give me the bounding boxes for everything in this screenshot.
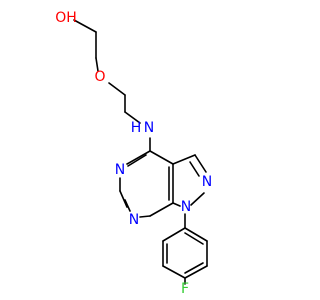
bond	[108, 82, 126, 96]
atom-labels: OH O N H N N N N F	[55, 10, 212, 297]
bond	[189, 161, 200, 177]
bonds	[73, 19, 208, 285]
bond	[172, 154, 196, 165]
pyrazole-n1-label: N	[181, 199, 191, 215]
bond	[162, 265, 186, 279]
bond	[119, 190, 128, 208]
bond	[184, 227, 208, 242]
bond	[126, 150, 151, 165]
bond	[184, 265, 208, 279]
bond	[73, 19, 97, 33]
bond	[184, 232, 204, 245]
bond	[127, 154, 147, 167]
bond	[162, 227, 186, 242]
molecule-structure: OH O N H N N N N F	[55, 10, 212, 297]
ether-oxygen-label: O	[94, 69, 105, 85]
pyrazole-n2-label: N	[202, 174, 212, 190]
hydroxyl-label: OH	[55, 10, 77, 26]
bond	[184, 262, 204, 274]
bond	[190, 192, 205, 206]
bond	[149, 202, 174, 217]
pyrimidine-n7-label: N	[129, 212, 139, 228]
bond	[124, 111, 141, 124]
bond	[194, 154, 207, 173]
bond	[139, 215, 151, 218]
bond	[95, 57, 99, 72]
molecule-canvas: OH O N H N N N N F	[55, 10, 213, 297]
pyrimidine-n3-label: N	[115, 162, 125, 178]
bond	[149, 150, 174, 165]
fluorine-label: F	[181, 281, 189, 297]
amine-hydrogen-label: H	[131, 120, 142, 136]
bond	[124, 199, 131, 212]
bond	[172, 202, 181, 207]
amine-nitrogen-label: N	[144, 120, 154, 136]
